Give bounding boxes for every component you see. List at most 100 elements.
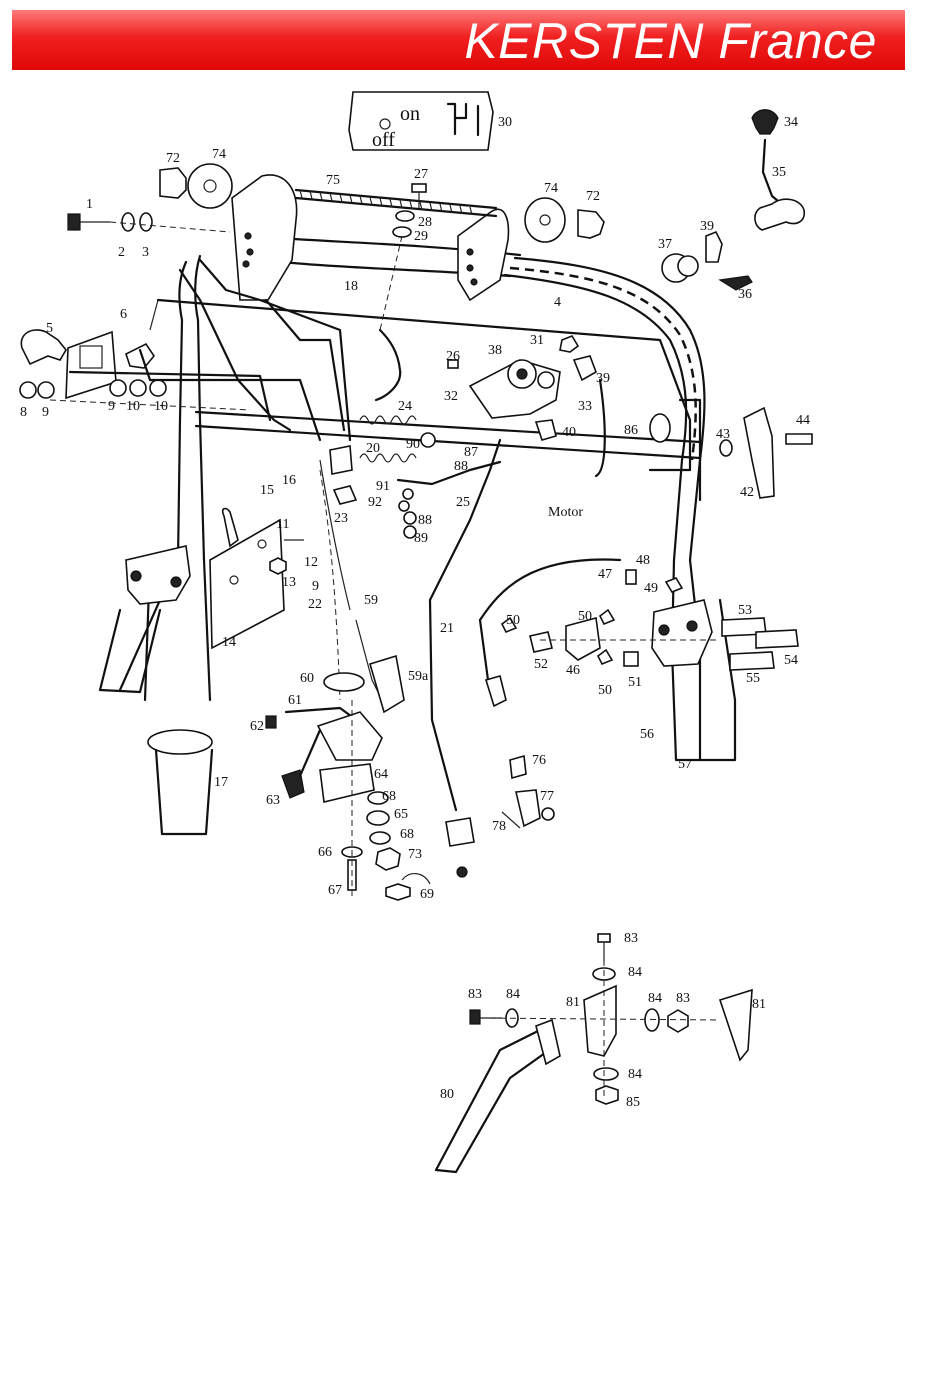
grip-tube: [147, 729, 214, 836]
left-grip-bracket: [98, 545, 191, 694]
callout-18: 18: [344, 279, 358, 294]
callout-69: 69: [420, 887, 434, 902]
callout-84a: 84: [628, 965, 642, 980]
callout-36: 36: [738, 287, 752, 302]
lever-25: [329, 432, 502, 539]
callout-64: 64: [374, 767, 388, 782]
right-knob-assembly: [524, 197, 605, 243]
callout-50b: 50: [578, 609, 592, 624]
callout-13: 13: [282, 575, 296, 590]
callout-74b: 74: [544, 181, 558, 196]
callout-37: 37: [658, 237, 672, 252]
callout-42: 42: [740, 485, 754, 500]
callout-77: 77: [540, 789, 554, 804]
callout-85: 85: [626, 1095, 640, 1110]
callout-8: 8: [20, 405, 27, 420]
callout-60: 60: [300, 671, 314, 686]
callout-55: 55: [746, 671, 760, 686]
callout-17: 17: [214, 775, 228, 790]
callout-91: 91: [376, 479, 390, 494]
callout-52: 52: [534, 657, 548, 672]
callout-3: 3: [142, 245, 149, 260]
callout-84d: 84: [628, 1067, 642, 1082]
callout-90: 90: [406, 437, 420, 452]
callout-65: 65: [394, 807, 408, 822]
callout-30: 30: [498, 115, 512, 130]
switch-off-label: off: [372, 129, 395, 151]
callout-33: 33: [578, 399, 592, 414]
callout-35: 35: [772, 165, 786, 180]
callout-83c: 83: [676, 991, 690, 1006]
threaded-rod: [294, 188, 498, 218]
callout-62: 62: [250, 719, 264, 734]
callout-31: 31: [530, 333, 544, 348]
callout-39a: 39: [700, 219, 714, 234]
callout-21: 21: [440, 621, 454, 636]
callout-23: 23: [334, 511, 348, 526]
callout-56: 56: [640, 727, 654, 742]
left-knob-assembly: [159, 163, 233, 209]
callout-50c: 50: [598, 683, 612, 698]
callout-12: 12: [304, 555, 318, 570]
callout-72b: 72: [586, 189, 600, 204]
springs: [359, 415, 417, 463]
callout-92: 92: [368, 495, 382, 510]
callout-14: 14: [222, 635, 236, 650]
callout-20: 20: [366, 441, 380, 456]
callout-53: 53: [738, 603, 752, 618]
banner-title: KERSTEN France: [464, 13, 877, 69]
callout-84c: 84: [648, 991, 662, 1006]
cable-end-76: [445, 675, 555, 878]
callout-39b: 39: [596, 371, 610, 386]
callout-73: 73: [408, 847, 422, 862]
callout-38: 38: [488, 343, 502, 358]
handlebar-frame: [118, 174, 737, 762]
callout-47: 47: [598, 567, 612, 582]
callout-4: 4: [554, 295, 561, 310]
callout-16: 16: [282, 473, 296, 488]
callout-5: 5: [46, 321, 53, 336]
callout-57: 57: [678, 757, 692, 772]
nut-row: [19, 379, 167, 399]
callout-50a: 50: [506, 613, 520, 628]
callout-28: 28: [418, 215, 432, 230]
callout-1: 1: [86, 197, 93, 212]
callout-54: 54: [784, 653, 798, 668]
gear-housing: [447, 335, 597, 441]
callout-9a: 9: [42, 405, 49, 420]
right-brackets: [649, 406, 813, 499]
callout-76: 76: [532, 753, 546, 768]
callout-83b: 83: [468, 987, 482, 1002]
lower-attachment: [434, 933, 753, 1174]
crank-handle: [751, 109, 806, 231]
callout-89: 89: [414, 531, 428, 546]
callout-72a: 72: [166, 151, 180, 166]
callout-61: 61: [288, 693, 302, 708]
callout-83a: 83: [624, 931, 638, 946]
callout-74a: 74: [212, 147, 226, 162]
left-switch-group: [19, 329, 272, 422]
callout-27: 27: [414, 167, 428, 182]
crank-bearing: [661, 230, 753, 291]
throttle-assembly: [265, 672, 431, 901]
bolt-27: [379, 183, 427, 331]
bolt-washers-left: [67, 212, 231, 233]
callout-51: 51: [628, 675, 642, 690]
callout-68b: 68: [400, 827, 414, 842]
callout-46: 46: [566, 663, 580, 678]
switch-plate: on off: [348, 91, 494, 151]
callout-67: 67: [328, 883, 342, 898]
callout-87: 87: [464, 445, 478, 460]
callout-48: 48: [636, 553, 650, 568]
switch-on-label: on: [400, 103, 420, 125]
callout-40: 40: [562, 425, 576, 440]
callout-11: 11: [276, 517, 289, 532]
callout-75: 75: [326, 173, 340, 188]
callout-59: 59: [364, 593, 378, 608]
callout-78: 78: [492, 819, 506, 834]
callout-15: 15: [260, 483, 274, 498]
cables: [138, 258, 622, 812]
callout-49: 49: [644, 581, 658, 596]
cable-clamp-59a: [355, 619, 405, 714]
